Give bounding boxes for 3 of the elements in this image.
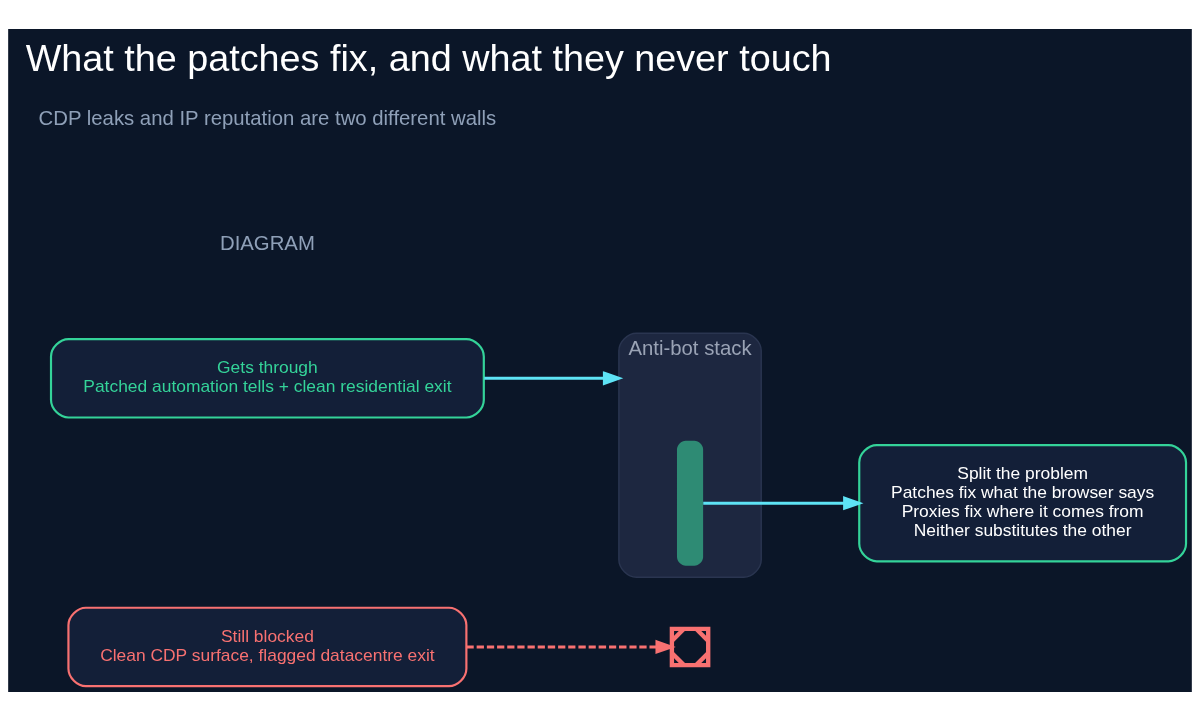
label: CDP leaks and IP reputation are two different walls xyxy=(38,106,497,129)
label: DIAGRAM xyxy=(219,231,315,254)
diagram-title: What the patches fix, and what they never touch xyxy=(25,36,832,79)
